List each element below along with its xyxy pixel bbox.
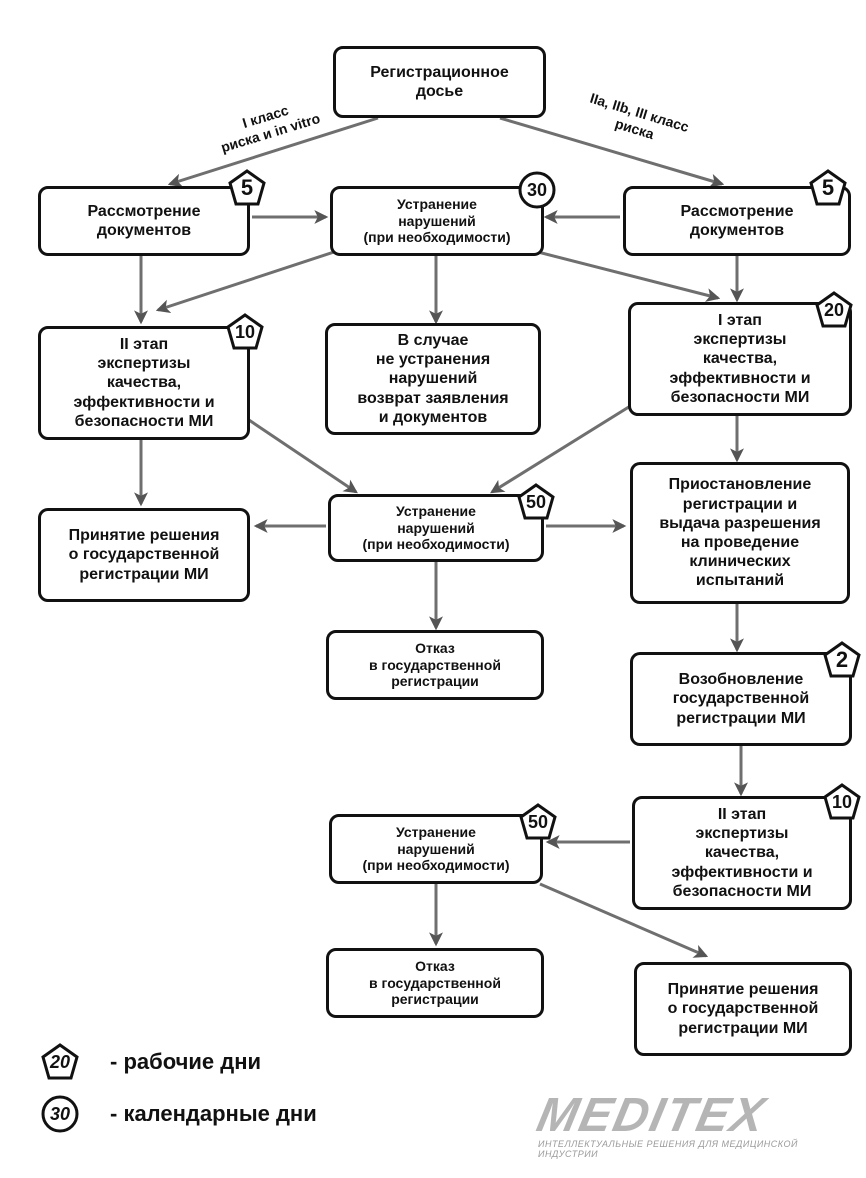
logo-wordmark: MEDITEX: [532, 1089, 771, 1142]
arrow-dossier-to-review-right: [499, 116, 725, 188]
badge-value: 10: [831, 791, 853, 812]
pentagon-icon: [809, 169, 847, 206]
badge-value: 50: [525, 491, 547, 512]
pentagon-icon: [823, 783, 861, 820]
badge-value: 20: [823, 299, 845, 320]
badge-value: 5: [240, 175, 254, 200]
node-stage2-left: II этап экспертизы качества, эффективнос…: [38, 326, 250, 440]
legend-badge-value: 30: [49, 1103, 71, 1124]
node-review-left: Рассмотрение документов: [38, 186, 250, 256]
node-decision-left: Принятие решения о государственной регис…: [38, 508, 250, 602]
node-refuse-bottom: Отказ в государственной регистрации: [326, 948, 544, 1018]
arrow-dossier-to-review-left: [167, 116, 379, 188]
circle-icon: [41, 1095, 79, 1133]
pentagon-icon: [228, 169, 266, 206]
arrow-stage1-right-to-fix-middle: [490, 398, 641, 494]
legend-calendar-days: - календарные дни: [110, 1101, 317, 1126]
badge-value: 10: [234, 321, 256, 342]
pentagon-badge-stage2-right: 10: [822, 782, 862, 822]
pentagon-icon: [41, 1043, 79, 1080]
pentagon-icon: [823, 641, 861, 678]
node-stage1-right: I этап экспертизы качества, эффективност…: [628, 302, 852, 416]
pentagon-icon: [815, 291, 853, 328]
meditex-logo: MEDITEX ИНТЕЛЛЕКТУАЛЬНЫЕ РЕШЕНИЯ ДЛЯ МЕД…: [532, 1088, 858, 1159]
legend-pentagon-badge: 20: [40, 1042, 80, 1082]
badge-value: 50: [527, 811, 549, 832]
legend-working-days: - рабочие дни: [110, 1049, 262, 1074]
pentagon-badge-fix-bottom: 50: [518, 802, 558, 842]
arrow-stage2-left-to-fix-middle: [245, 416, 358, 494]
legend-circle-badge: 30: [40, 1094, 80, 1134]
arrow-fix-top-to-stage1-right: [529, 248, 721, 302]
pentagon-badge-review-left: 5: [227, 168, 267, 208]
node-review-right: Рассмотрение документов: [623, 186, 851, 256]
node-fix-top: Устранение нарушений (при необходимости): [330, 186, 544, 256]
logo-tagline: ИНТЕЛЛЕКТУАЛЬНЫЕ РЕШЕНИЯ ДЛЯ МЕДИЦИНСКОЙ…: [538, 1139, 798, 1159]
pentagon-badge-review-right: 5: [808, 168, 848, 208]
pentagon-badge-stage2-left: 10: [225, 312, 265, 352]
pentagon-icon: [226, 313, 264, 350]
pentagon-icon: [517, 483, 555, 520]
node-fix-bottom: Устранение нарушений (при необходимости): [329, 814, 543, 884]
node-stage2-right: II этап экспертизы качества, эффективнос…: [632, 796, 852, 910]
node-resume: Возобновление государственной регистраци…: [630, 652, 852, 746]
node-fix-middle: Устранение нарушений (при необходимости): [328, 494, 544, 562]
legend-badge-value: 20: [49, 1051, 71, 1072]
badge-value: 30: [526, 179, 548, 200]
arrow-fix-top-to-stage2-left: [155, 248, 341, 313]
circle-icon: [518, 171, 556, 209]
circle-badge-fix-top: 30: [517, 170, 557, 210]
arrow-fix-bottom-to-decision-right: [539, 882, 709, 958]
badge-value: 2: [835, 647, 849, 672]
pentagon-badge-fix-middle: 50: [516, 482, 556, 522]
pentagon-badge-stage1-right: 20: [814, 290, 854, 330]
node-refuse-middle: Отказ в государственной регистрации: [326, 630, 544, 700]
node-suspend: Приостановление регистрации и выдача раз…: [630, 462, 850, 604]
badge-value: 5: [821, 175, 835, 200]
node-dossier: Регистрационное досье: [333, 46, 546, 118]
pentagon-icon: [519, 803, 557, 840]
node-decision-right: Принятие решения о государственной регис…: [634, 962, 852, 1056]
node-return-docs: В случае не устранения нарушений возврат…: [325, 323, 541, 435]
pentagon-badge-resume: 2: [822, 640, 862, 680]
